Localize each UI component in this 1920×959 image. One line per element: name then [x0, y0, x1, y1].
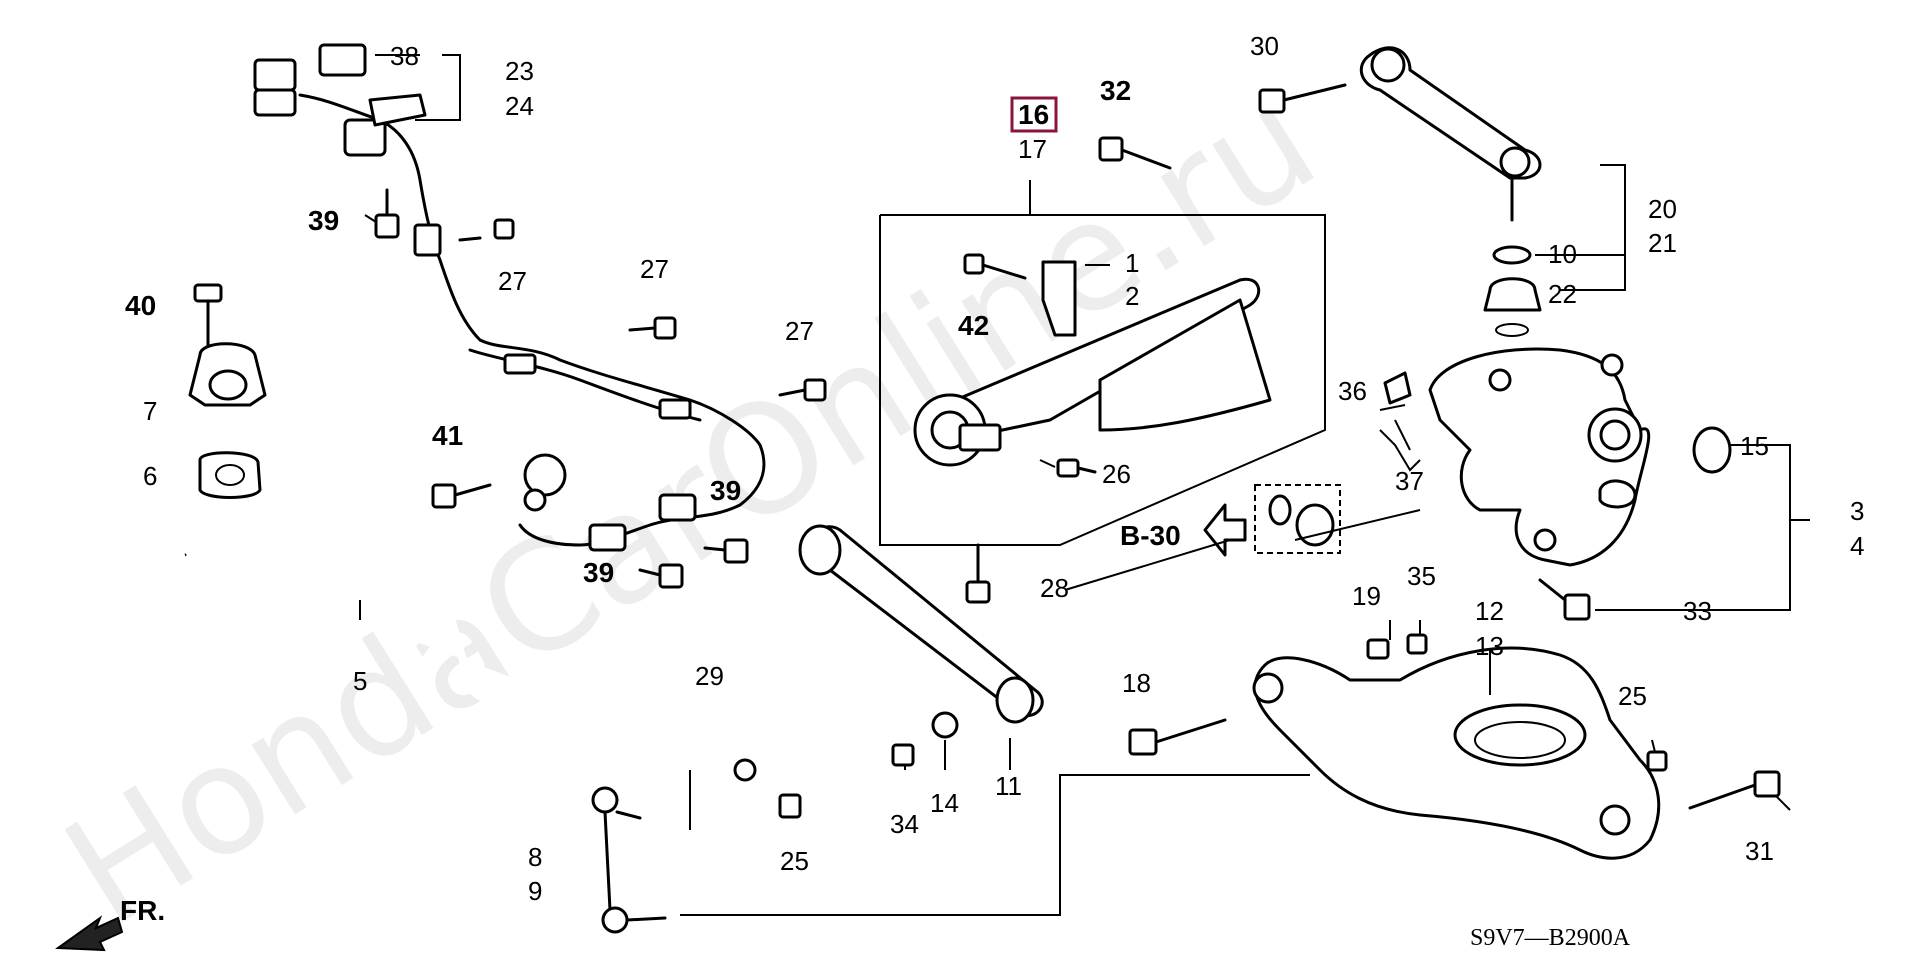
front-direction-indicator: FR.: [55, 895, 165, 952]
callout-27-b: 27: [498, 266, 527, 296]
callout-32: 32: [1100, 75, 1131, 106]
callout-27-c: 27: [785, 316, 814, 346]
callout-29: 29: [695, 661, 724, 691]
callout-9: 9: [528, 876, 542, 906]
callout-23: 23: [505, 56, 534, 86]
callout-24: 24: [505, 91, 534, 121]
bushing-15: [1692, 426, 1732, 474]
callout-4: 4: [1850, 531, 1864, 561]
callout-42: 42: [958, 310, 989, 341]
reference-label: B-30: [1120, 520, 1181, 551]
callout-13: 13: [1475, 631, 1504, 661]
callout-38: 38: [390, 41, 419, 71]
callout-17: 17: [1018, 134, 1047, 164]
callout-30: 30: [1250, 31, 1279, 61]
lower-control-arm: [1128, 633, 1781, 860]
callout-18: 18: [1122, 668, 1151, 698]
callout-20: 20: [1648, 194, 1677, 224]
callout-37: 37: [1395, 466, 1424, 496]
callout-14: 14: [930, 788, 959, 818]
callout-16: 16: [1018, 99, 1049, 130]
front-label: FR.: [120, 895, 165, 926]
callout-39-b: 39: [710, 475, 741, 506]
knuckle: [1428, 347, 1651, 567]
callouts: 1 2 3 4 5 6 7 8 9 10 11 12 13 14 15 16 1…: [125, 31, 1864, 906]
bolt-33: [1563, 593, 1591, 621]
callout-31: 31: [1745, 836, 1774, 866]
callout-11: 11: [995, 771, 1022, 801]
callout-12: 12: [1475, 596, 1504, 626]
callout-26: 26: [1102, 459, 1131, 489]
abs-sensor-harness: [253, 43, 766, 552]
stabilizer-link: [591, 786, 802, 934]
callout-25-upper: 25: [1618, 681, 1647, 711]
lateral-link: [798, 524, 1044, 767]
bolts-harness: [374, 188, 827, 589]
callout-15: 15: [1740, 431, 1769, 461]
callout-7: 7: [143, 396, 157, 426]
callout-34: 34: [890, 809, 919, 839]
callout-25-lower: 25: [780, 846, 809, 876]
nut-clip: [1379, 371, 1421, 472]
callout-33: 33: [1683, 596, 1712, 626]
callout-40: 40: [125, 290, 156, 321]
callout-36: 36: [1338, 376, 1367, 406]
callout-8: 8: [528, 842, 542, 872]
callout-28: 28: [1040, 573, 1069, 603]
highlight-box-16: [1010, 96, 1058, 133]
upper-control-arm: [1258, 46, 1542, 337]
callout-19: 19: [1352, 581, 1381, 611]
trailing-arm: [879, 136, 1326, 604]
callout-21: 21: [1648, 228, 1677, 258]
callout-5: 5: [353, 666, 367, 696]
b30-bushing-group: [1203, 484, 1341, 557]
callout-27-a: 27: [640, 254, 669, 284]
stabilizer-bar: [119, 551, 757, 784]
callout-22: 22: [1548, 279, 1577, 309]
callout-39-a: 39: [308, 205, 339, 236]
stabilizer-bushing-assembly: [188, 283, 267, 499]
callout-10: 10: [1548, 239, 1577, 269]
diagram-code: S9V7—B2900A: [1470, 925, 1631, 951]
callout-3: 3: [1850, 496, 1864, 526]
callout-1: 1: [1125, 248, 1139, 278]
callout-39-c: 39: [583, 557, 614, 588]
callout-35: 35: [1407, 561, 1436, 591]
callout-2: 2: [1125, 281, 1139, 311]
callout-6: 6: [143, 461, 157, 491]
callout-41: 41: [432, 420, 463, 451]
leader-lines: [359, 54, 1810, 916]
